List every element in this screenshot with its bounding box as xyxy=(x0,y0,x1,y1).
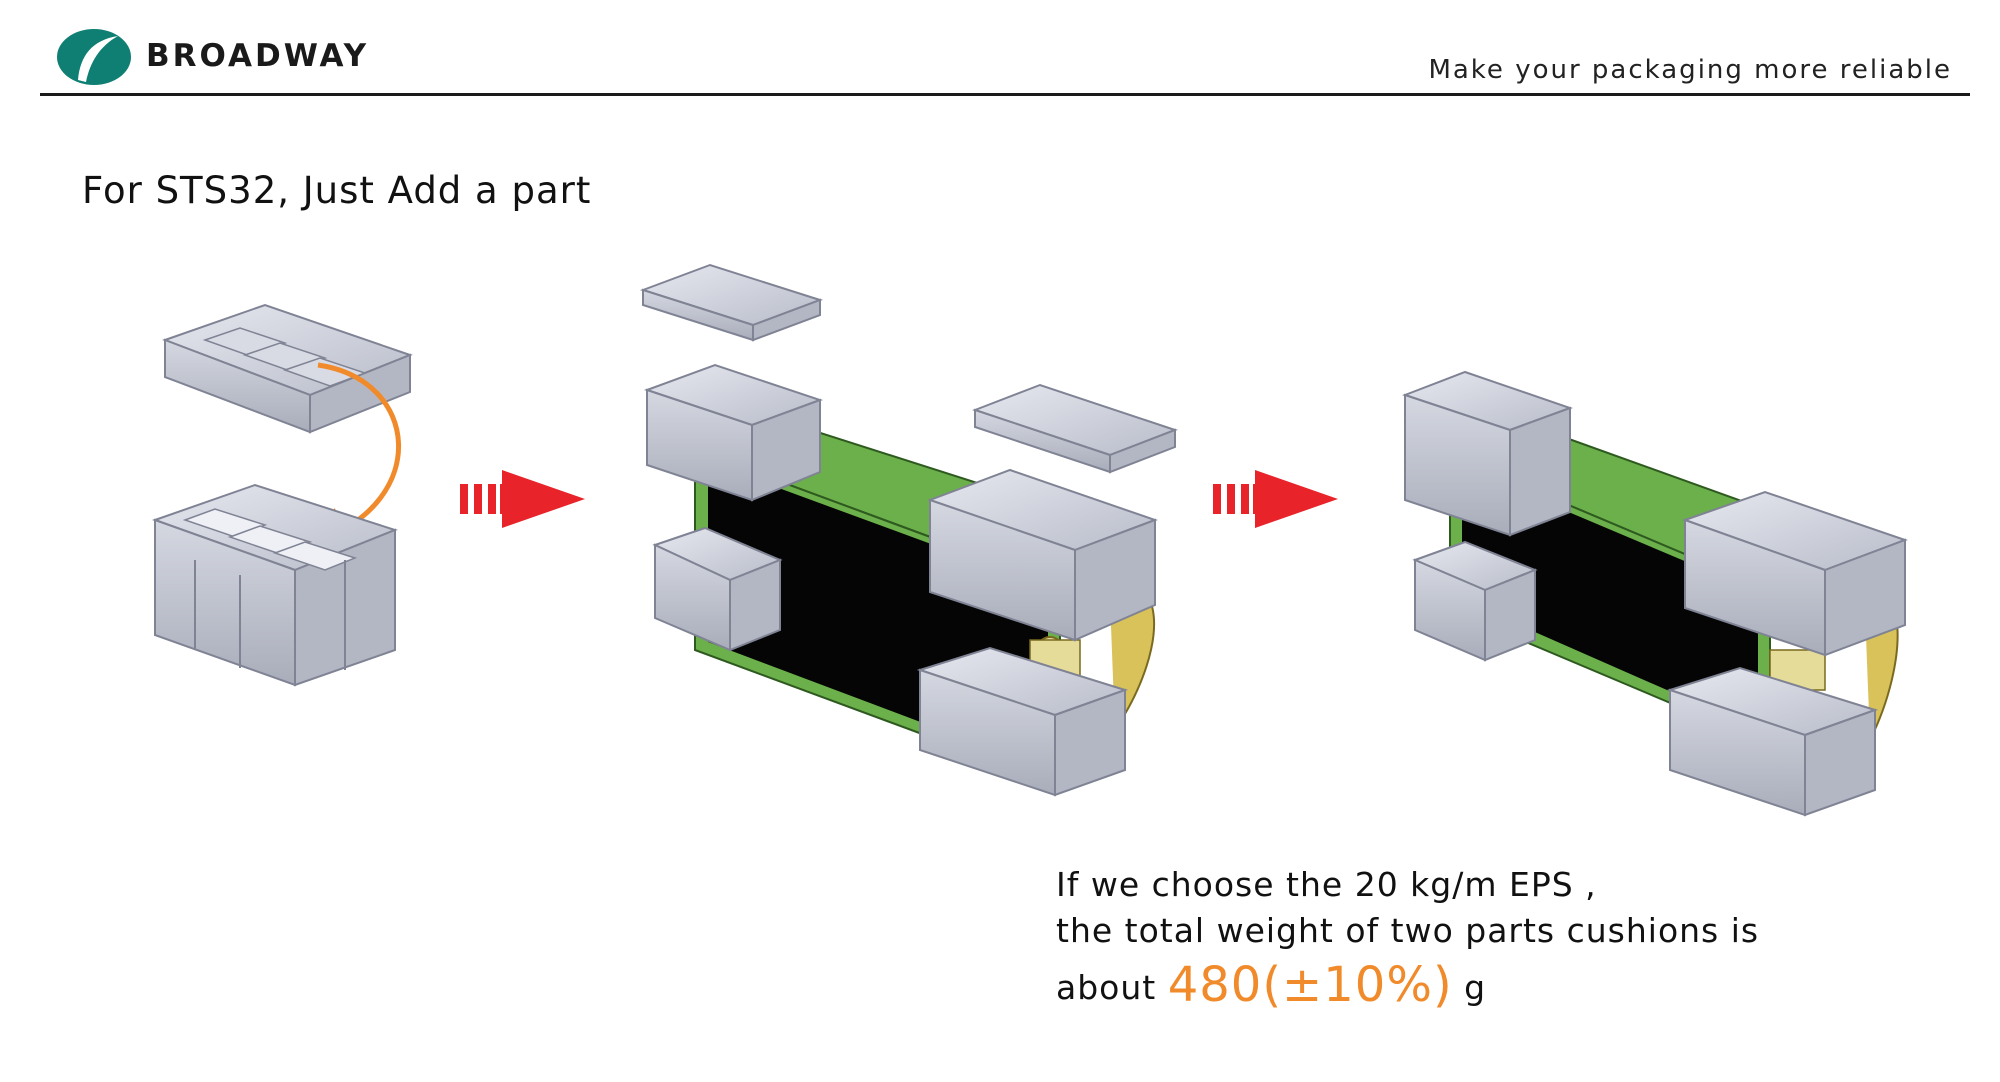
caption-unit: g xyxy=(1452,968,1487,1007)
process-arrow-1-icon xyxy=(460,470,585,528)
weight-caption: If we choose the 20 kg/m EPS , the total… xyxy=(1056,862,1759,1011)
caption-line-2: the total weight of two parts cushions i… xyxy=(1056,911,1760,950)
broadway-logo-icon xyxy=(57,29,131,85)
caption-line-1: If we choose the 20 kg/m EPS , xyxy=(1056,865,1597,904)
slide-title: For STS32, Just Add a part xyxy=(82,169,592,212)
process-arrow-2-icon xyxy=(1213,470,1338,528)
header-divider xyxy=(40,93,1970,96)
tagline: Make your packaging more reliable xyxy=(1428,55,1952,85)
brand-name: BROADWAY xyxy=(146,38,370,74)
weight-value: 480(±10%) xyxy=(1167,957,1453,1013)
panel-assembly-exploded xyxy=(639,263,1178,797)
addon-plate xyxy=(162,303,413,434)
caption-about: about xyxy=(1056,968,1168,1007)
base-cushion xyxy=(152,483,398,687)
caption-line-3: about 480(±10%) g xyxy=(1056,961,1759,1011)
panel-assembly-complete xyxy=(1402,370,1908,817)
